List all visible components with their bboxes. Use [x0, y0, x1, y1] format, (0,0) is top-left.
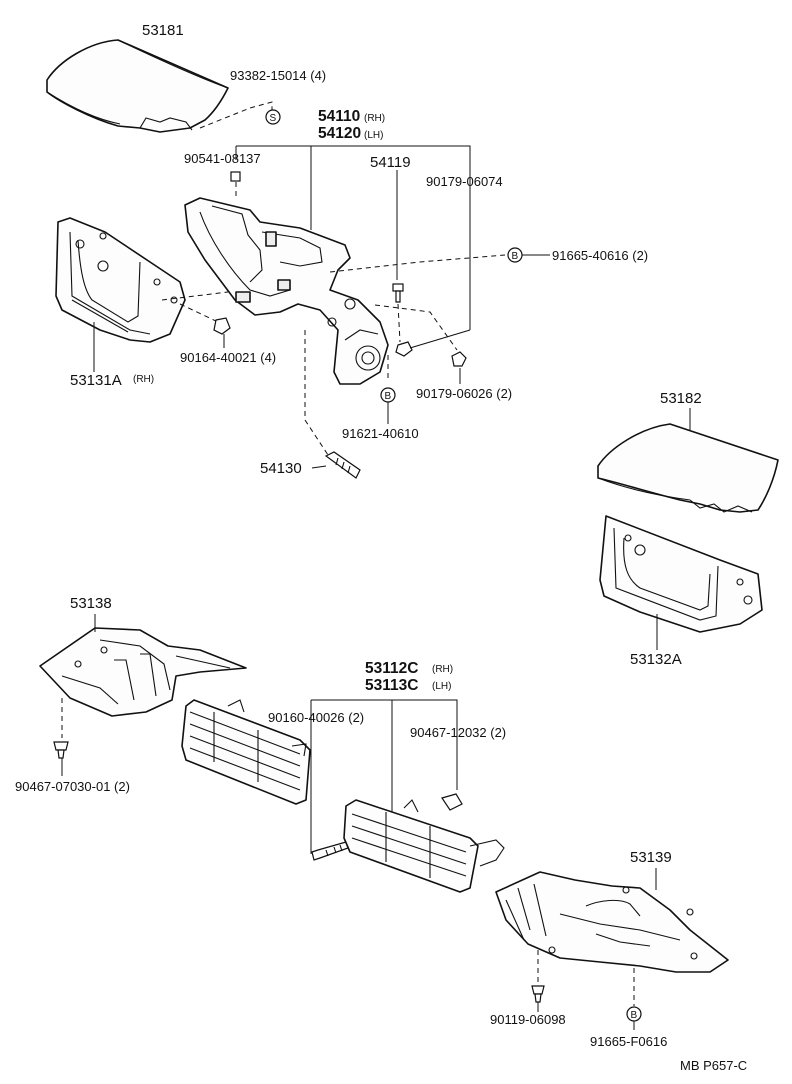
symbol-b3: B [631, 1010, 638, 1021]
frame-53131a [55, 217, 186, 343]
label-54110: 54110 [318, 108, 360, 125]
label-53112c-side: (RH) [432, 664, 453, 675]
symbol-b2: B [385, 391, 392, 402]
label-90467-12032: 90467-12032 (2) [410, 725, 506, 740]
footer-code: MB P657-C [680, 1058, 747, 1073]
screw-symbol-s [265, 109, 281, 125]
undercover-53139 [495, 871, 729, 973]
grille-right [343, 799, 505, 893]
label-53138: 53138 [70, 595, 112, 612]
nut-90541 [230, 171, 241, 182]
label-54120: 54120 [318, 125, 361, 142]
label-53182: 53182 [660, 390, 702, 407]
undercover-53138 [39, 627, 247, 717]
label-54119: 54119 [370, 154, 411, 171]
label-54110-side: (RH) [364, 113, 385, 124]
label-91621-40610: 91621-40610 [342, 426, 419, 441]
bolt-54119 [392, 283, 404, 303]
label-90179-06026: 90179-06026 (2) [416, 386, 512, 401]
label-91665-40616: 91665-40616 (2) [552, 248, 648, 263]
cover-53182 [597, 423, 779, 513]
label-90541-08137: 90541-08137 [184, 151, 261, 166]
label-54120-side: (LH) [364, 130, 383, 141]
label-90164-40021: 90164-40021 (4) [180, 350, 276, 365]
adjust-screw-54130 [324, 451, 361, 479]
label-53112c: 53112C [365, 660, 418, 677]
label-90179-06074: 90179-06074 [426, 174, 503, 189]
headlamp-housing-bracket [184, 197, 389, 385]
screw-90160 [311, 841, 349, 861]
label-53181: 53181 [142, 22, 184, 39]
frame-53132a [599, 515, 763, 633]
label-53113c: 53113C [365, 677, 418, 694]
label-53139: 53139 [630, 849, 672, 866]
clip-90119-06098 [531, 985, 545, 1003]
nut-90179-06074 [395, 341, 413, 357]
label-91665-f0616: 91665-F0616 [590, 1034, 667, 1049]
label-90119-06098: 90119-06098 [490, 1012, 566, 1027]
cover-53181 [46, 39, 229, 133]
grille-left [181, 699, 311, 805]
label-53131a-side: (RH) [133, 374, 154, 385]
label-93382-15014: 93382-15014 (4) [230, 68, 326, 83]
label-90467-07030-01: 90467-07030-01 (2) [15, 779, 130, 794]
label-53113c-side: (LH) [432, 681, 451, 692]
symbol-s: S [270, 113, 277, 124]
bolt-90164 [213, 317, 231, 335]
clip-90467-12032 [441, 793, 463, 811]
symbol-b1: B [512, 251, 519, 262]
label-53132a: 53132A [630, 651, 682, 668]
label-54130: 54130 [260, 460, 302, 477]
clip-90467-07030 [53, 741, 69, 759]
label-90160-40026: 90160-40026 (2) [268, 710, 364, 725]
nut-90179-06026 [451, 351, 467, 367]
label-53131a: 53131A [70, 372, 122, 389]
